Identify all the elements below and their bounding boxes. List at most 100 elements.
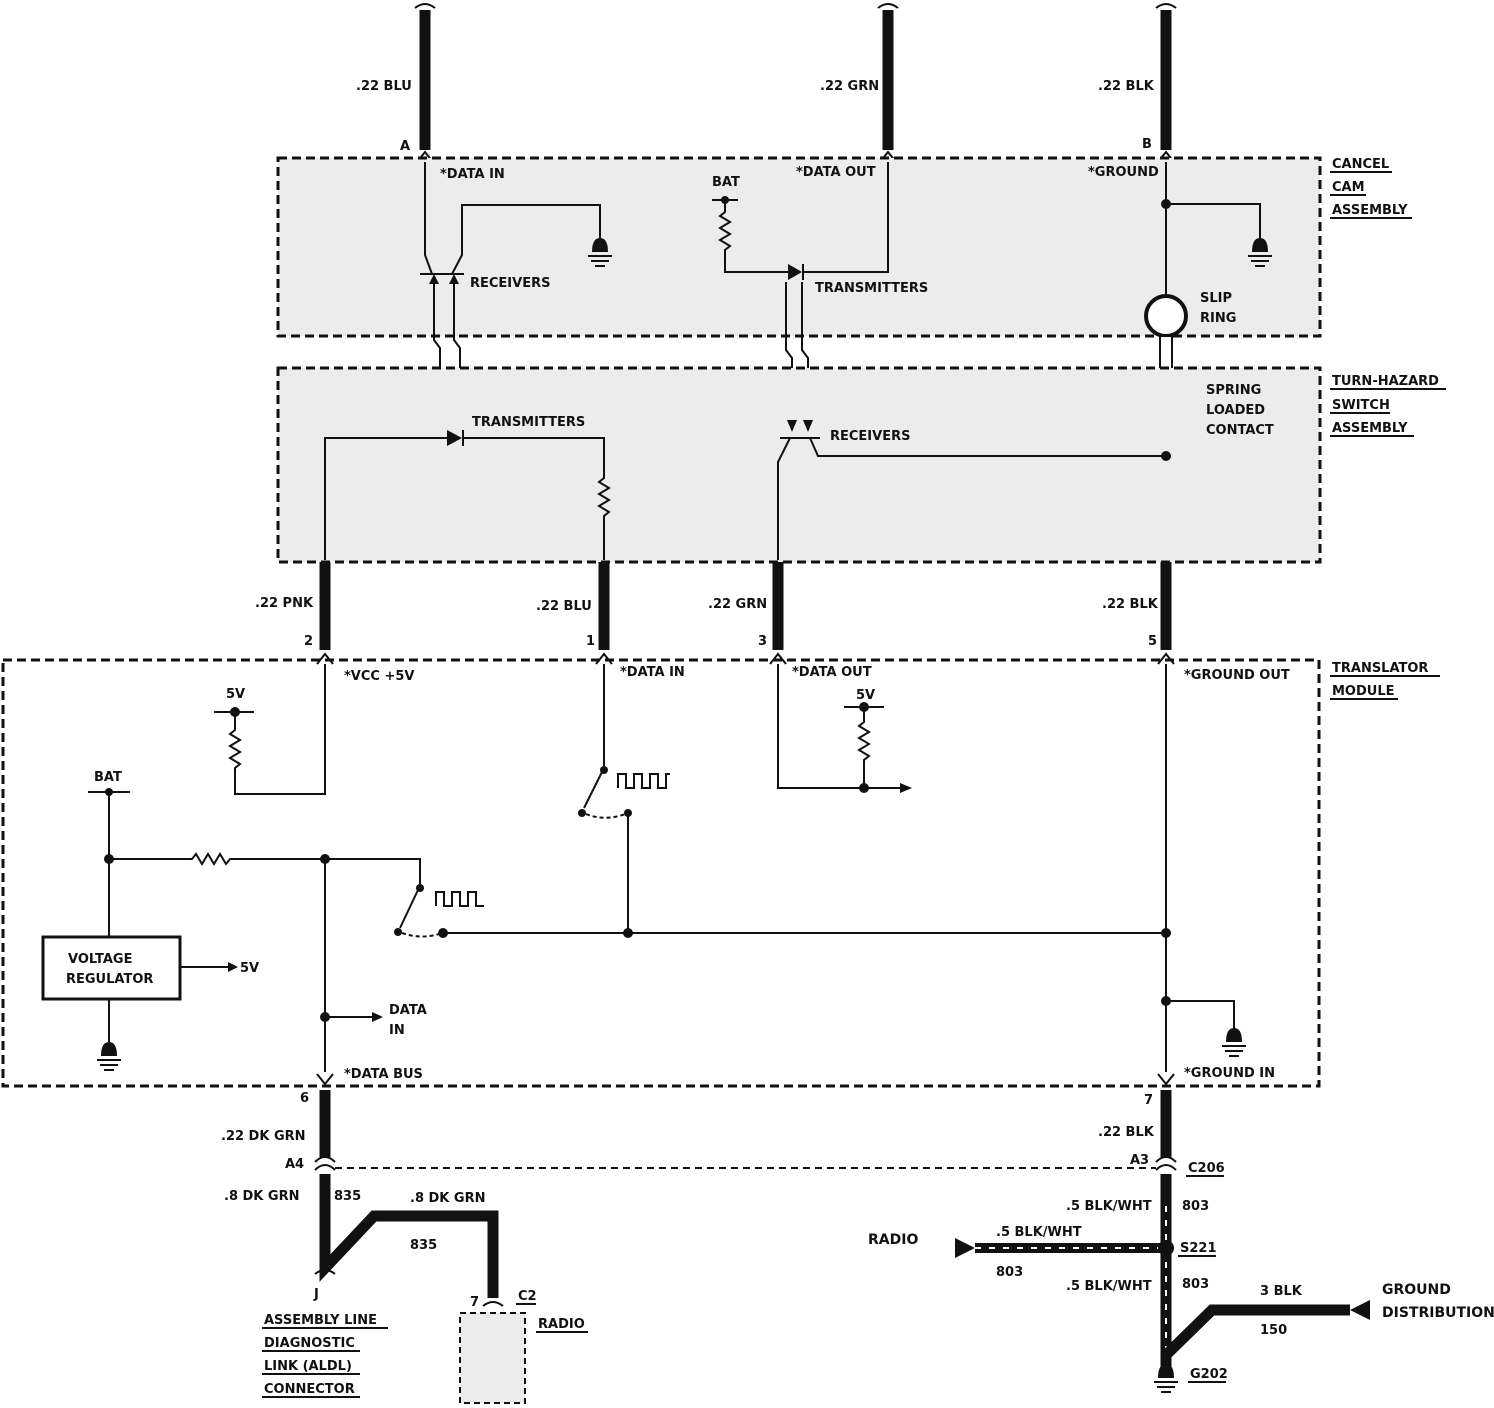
pin-label: 3	[758, 634, 767, 649]
voltage-label: 5V	[226, 687, 245, 702]
wire-label: .22 PNK	[255, 596, 314, 611]
bottom-wires	[314, 1090, 1370, 1393]
wire-label: .22 GRN	[820, 79, 879, 94]
wire-label: .22 BLK	[1098, 79, 1155, 94]
receivers-label: RECEIVERS	[470, 276, 550, 291]
pulse-train-icon	[435, 891, 484, 907]
ground-distribution-label: DISTRIBUTION	[1382, 1305, 1494, 1321]
ground-in-label: *GROUND IN	[1184, 1066, 1275, 1081]
wire-label: .22 BLU	[356, 79, 412, 94]
transmitters-label: TRANSMITTERS	[815, 281, 928, 296]
connector-label: C206	[1188, 1161, 1225, 1176]
wire-label: .5 BLK/WHT	[996, 1225, 1082, 1240]
wire-label: .8 DK GRN	[224, 1189, 299, 1204]
wire-break-icon	[414, 3, 436, 9]
connector-pin-label: A4	[285, 1157, 304, 1172]
pin-label: 1	[586, 634, 595, 649]
translator-module-box	[1, 658, 1321, 1088]
top-wires	[414, 3, 1177, 163]
data-in-arrow-label: IN	[389, 1023, 405, 1038]
contact-label: CONTACT	[1206, 423, 1274, 438]
ground-label: *GROUND	[1088, 165, 1159, 180]
data-bus-tap	[320, 1012, 383, 1022]
data-in-switch	[578, 664, 670, 934]
mid-wires	[316, 562, 1175, 665]
circuit-number: 835	[410, 1238, 437, 1253]
aldl-label: DIAGNOSTIC	[264, 1336, 355, 1351]
wire-label: .22 BLK	[1098, 1125, 1155, 1140]
bat-regulator-circuit	[88, 788, 421, 1072]
wire-label: .5 BLK/WHT	[1066, 1199, 1152, 1214]
wire-label: .22 BLK	[1102, 597, 1159, 612]
voltage-regulator-label: REGULATOR	[66, 972, 153, 987]
cancel-cam-title: CAM	[1332, 180, 1365, 195]
slip-ring-label: RING	[1200, 311, 1236, 326]
transmitters-label: TRANSMITTERS	[472, 415, 585, 430]
data-in-arrow-label: DATA	[389, 1003, 427, 1018]
turn-hazard-title: SWITCH	[1332, 398, 1390, 413]
cancel-cam-title: CANCEL	[1332, 157, 1389, 172]
connector-terminal-icon	[316, 1073, 334, 1086]
pin-label: B	[1142, 137, 1152, 152]
splice-label: S221	[1180, 1241, 1217, 1256]
receivers-cancel-cam	[420, 162, 601, 372]
vcc-label: *VCC +5V	[344, 669, 414, 684]
wire-label: 3 BLK	[1260, 1284, 1303, 1299]
wire-label: .22 DK GRN	[221, 1129, 306, 1144]
aldl-label: LINK (ALDL)	[264, 1359, 352, 1374]
wire-label: .8 DK GRN	[410, 1191, 485, 1206]
radio-component	[459, 1312, 526, 1404]
bat-label: BAT	[94, 770, 122, 785]
data-out-label: *DATA OUT	[792, 665, 872, 680]
cancel-cam-box	[276, 156, 1322, 338]
data-bus-switch	[394, 884, 1171, 938]
pin-label: 7	[470, 1295, 479, 1310]
data-in-label: *DATA IN	[620, 665, 685, 680]
ground-icon	[588, 238, 612, 267]
radio-label: RADIO	[868, 1232, 918, 1248]
connector-pin-label: A3	[1130, 1153, 1149, 1168]
data-in-label: *DATA IN	[440, 167, 505, 182]
wire-break-icon	[877, 3, 899, 9]
connector-label: C2	[518, 1289, 537, 1304]
circuit-number: 803	[1182, 1199, 1209, 1214]
circuit-number: 835	[334, 1189, 361, 1204]
pulse-train-icon	[617, 773, 670, 789]
contact-label: LOADED	[1206, 403, 1265, 418]
receivers-turn-hazard	[777, 420, 1171, 560]
cancel-cam-title: ASSEMBLY	[1332, 203, 1408, 218]
bat-label: BAT	[712, 175, 740, 190]
turn-hazard-title: TURN-HAZARD	[1332, 374, 1439, 389]
slip-ring-label: SLIP	[1200, 291, 1232, 306]
vcc-pullup	[214, 664, 326, 795]
ground-label: G202	[1190, 1367, 1228, 1382]
translator-title: MODULE	[1332, 684, 1395, 699]
slip-ring-icon	[1144, 294, 1188, 338]
radio-label: RADIO	[538, 1317, 585, 1332]
circuit-number: 803	[1182, 1277, 1209, 1292]
ground-distribution-label: GROUND	[1382, 1282, 1451, 1298]
voltage-label: 5V	[240, 961, 259, 976]
transmitters-cancel-cam	[712, 162, 889, 420]
contact-label: SPRING	[1206, 383, 1261, 398]
circuit-number: 150	[1260, 1323, 1287, 1338]
turn-hazard-box-fill	[278, 368, 1320, 562]
pin-label: 5	[1148, 634, 1157, 649]
aldl-label: CONNECTOR	[264, 1382, 355, 1397]
ground-out-label: *GROUND OUT	[1184, 668, 1290, 683]
aldl-label: ASSEMBLY LINE	[264, 1313, 377, 1328]
ground-in-column	[1161, 664, 1246, 1072]
radio-component-fill	[460, 1313, 525, 1403]
connector-terminal-icon	[1157, 1073, 1175, 1086]
voltage-regulator-label: VOLTAGE	[68, 952, 133, 967]
wire-label: .22 BLU	[536, 599, 592, 614]
pin-label: 2	[304, 634, 313, 649]
pin-label: A	[400, 139, 410, 154]
translator-title: TRANSLATOR	[1332, 661, 1428, 676]
data-bus-label: *DATA BUS	[344, 1067, 423, 1082]
turn-hazard-title: ASSEMBLY	[1332, 421, 1408, 436]
transmitters-turn-hazard	[324, 430, 611, 560]
data-out-circuit	[777, 664, 912, 793]
voltage-label: 5V	[856, 688, 875, 703]
